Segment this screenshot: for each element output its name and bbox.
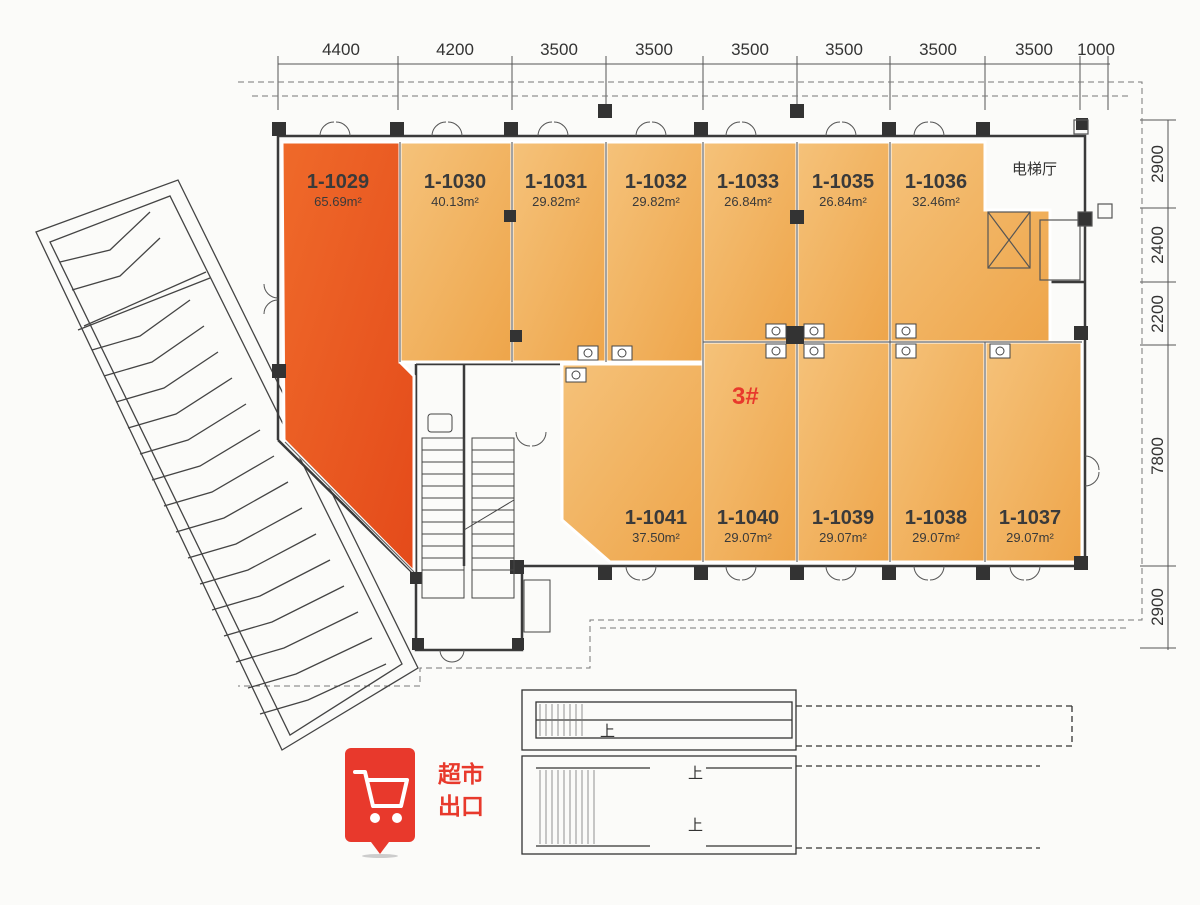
canopy-outline	[238, 81, 1143, 687]
unit-1-1032-number: 1-1032	[625, 171, 687, 193]
unit-1-1037-shape[interactable]	[983, 340, 1084, 564]
unit-1-1040-area: 29.07m²	[724, 530, 772, 545]
dim-top-3: 3500	[540, 40, 578, 59]
escalators	[521, 689, 1073, 855]
dim-top-6: 3500	[825, 40, 863, 59]
unit-1-1032-area: 29.82m²	[632, 194, 680, 209]
unit-1-1040-shape[interactable]	[701, 340, 799, 564]
unit-1-1037-area: 29.07m²	[1006, 530, 1054, 545]
dim-top-2: 4200	[436, 40, 474, 59]
partitions	[284, 142, 1082, 573]
unit-1-1031-number: 1-1031	[525, 171, 587, 193]
elevator-hall-label: 电梯厅	[1012, 161, 1057, 178]
unit-1-1037-number: 1-1037	[999, 507, 1061, 529]
unit-1-1033-shape[interactable]	[701, 140, 799, 344]
escalator-up-label-2: 上	[688, 765, 703, 782]
right-dimension-labels: 2900 2400 2200 7800 2900	[1148, 145, 1167, 626]
unit-1-1039-shape[interactable]	[795, 340, 892, 564]
escalator-up-label-3: 上	[688, 817, 703, 834]
dim-top-8: 3500	[1015, 40, 1053, 59]
unit-1-1036-area: 32.46m²	[912, 194, 960, 209]
unit-1-1033-area: 26.84m²	[724, 194, 772, 209]
dim-top-7: 3500	[919, 40, 957, 59]
columns	[272, 104, 1088, 650]
dim-right-4: 7800	[1148, 437, 1167, 475]
dim-top-1: 4400	[322, 40, 360, 59]
dim-top-9: 1000	[1077, 40, 1115, 59]
shopping-cart-icon	[345, 748, 415, 858]
right-dimension-line	[1140, 119, 1176, 650]
elevator-hall	[987, 119, 1113, 281]
unit-1-1031-area: 29.82m²	[532, 194, 580, 209]
unit-1-1036-number: 1-1036	[905, 171, 967, 193]
top-dimension-line	[277, 56, 1110, 110]
units	[280, 140, 1084, 576]
unit-labels: 1-1029 65.69m² 1-1030 40.13m² 1-1031 29.…	[307, 171, 1061, 545]
ramp	[35, 179, 419, 751]
unit-1-1029-area: 65.69m²	[314, 194, 362, 209]
exit-label-line2: 出口	[438, 793, 484, 819]
unit-1-1035-area: 26.84m²	[819, 194, 867, 209]
unit-1-1041-number: 1-1041	[625, 507, 687, 529]
dim-right-2: 2400	[1148, 226, 1167, 264]
unit-1-1029-number: 1-1029	[307, 171, 369, 193]
unit-1-1032-shape[interactable]	[604, 140, 705, 364]
fixtures	[565, 323, 1011, 383]
unit-1-1038-shape[interactable]	[888, 340, 987, 564]
unit-1-1041-area: 37.50m²	[632, 530, 680, 545]
unit-1-1038-number: 1-1038	[905, 507, 967, 529]
unit-1-1039-area: 29.07m²	[819, 530, 867, 545]
unit-1-1033-number: 1-1033	[717, 171, 779, 193]
unit-1-1039-number: 1-1039	[812, 507, 874, 529]
escalator-up-label-1: 上	[600, 723, 615, 740]
dim-top-4: 3500	[635, 40, 673, 59]
unit-1-1035-number: 1-1035	[812, 171, 874, 193]
stairwell	[421, 413, 551, 633]
building-label: 3#	[732, 383, 759, 410]
unit-1-1030-shape[interactable]	[398, 140, 514, 364]
unit-1-1040-number: 1-1040	[717, 507, 779, 529]
doors	[263, 121, 1100, 663]
unit-1-1041-shape[interactable]	[560, 362, 705, 564]
top-dimension-labels: 4400 4200 3500 3500 3500 3500 3500 3500 …	[322, 40, 1115, 59]
unit-1-1030-number: 1-1030	[424, 171, 486, 193]
exit-label-line1: 超市	[438, 761, 484, 787]
dim-top-5: 3500	[731, 40, 769, 59]
unit-1-1038-area: 29.07m²	[912, 530, 960, 545]
dim-right-1: 2900	[1148, 145, 1167, 183]
unit-1-1030-area: 40.13m²	[431, 194, 479, 209]
escalator-treads	[539, 704, 595, 844]
dim-right-5: 2900	[1148, 588, 1167, 626]
supermarket-exit-label: 超市 出口	[438, 758, 508, 822]
dim-right-3: 2200	[1148, 295, 1167, 333]
